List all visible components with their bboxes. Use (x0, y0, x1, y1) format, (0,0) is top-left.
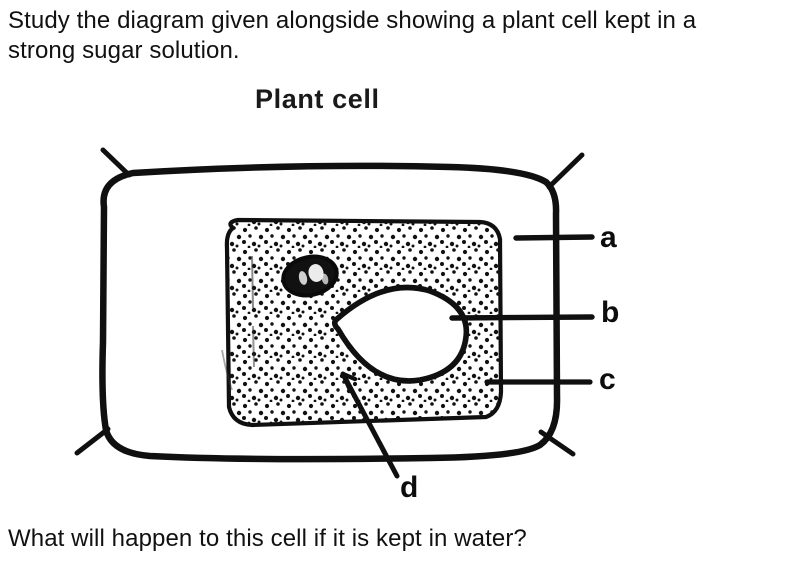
cytoplasm-shading-stroke-2 (252, 325, 255, 368)
cell-wall-tick-bottom-right (538, 429, 576, 457)
leader-line-b (449, 314, 595, 321)
cell-wall-group (74, 147, 585, 463)
plant-cell-figure: Plant cell (0, 72, 800, 512)
label-a: a (600, 221, 617, 254)
cell-wall-tick-bottom-left (74, 426, 111, 456)
nucleolus-highlight-3 (321, 273, 329, 285)
cytoplasm-shading-stroke-3 (221, 349, 233, 391)
nucleolus-highlight-2 (298, 271, 308, 285)
leader-line-a (513, 234, 595, 241)
leader-lines-group (340, 234, 595, 479)
question-followup: What will happen to this cell if it is k… (8, 525, 527, 552)
plant-cell-diagram: a b c d (74, 147, 619, 504)
vacuole-group (331, 284, 470, 384)
cell-wall-tick-top-left (100, 147, 132, 178)
label-d: d (400, 471, 418, 504)
label-c: c (599, 363, 616, 396)
nucleus-group (281, 254, 339, 298)
question-prompt: Study the diagram given alongside showin… (8, 7, 697, 64)
cell-wall-tick-top-right (546, 152, 585, 190)
cell-wall-outline (99, 162, 561, 463)
vacuole-outline (331, 284, 470, 384)
figure-title: Plant cell (255, 84, 380, 114)
cytoplasm-shading-stroke-1 (251, 255, 254, 309)
protoplast-membrane-outline (224, 217, 504, 428)
label-b: b (601, 296, 619, 329)
leader-arrowhead-d (340, 371, 358, 393)
leader-line-d (340, 371, 400, 479)
nucleolus-highlight-1 (308, 264, 324, 282)
